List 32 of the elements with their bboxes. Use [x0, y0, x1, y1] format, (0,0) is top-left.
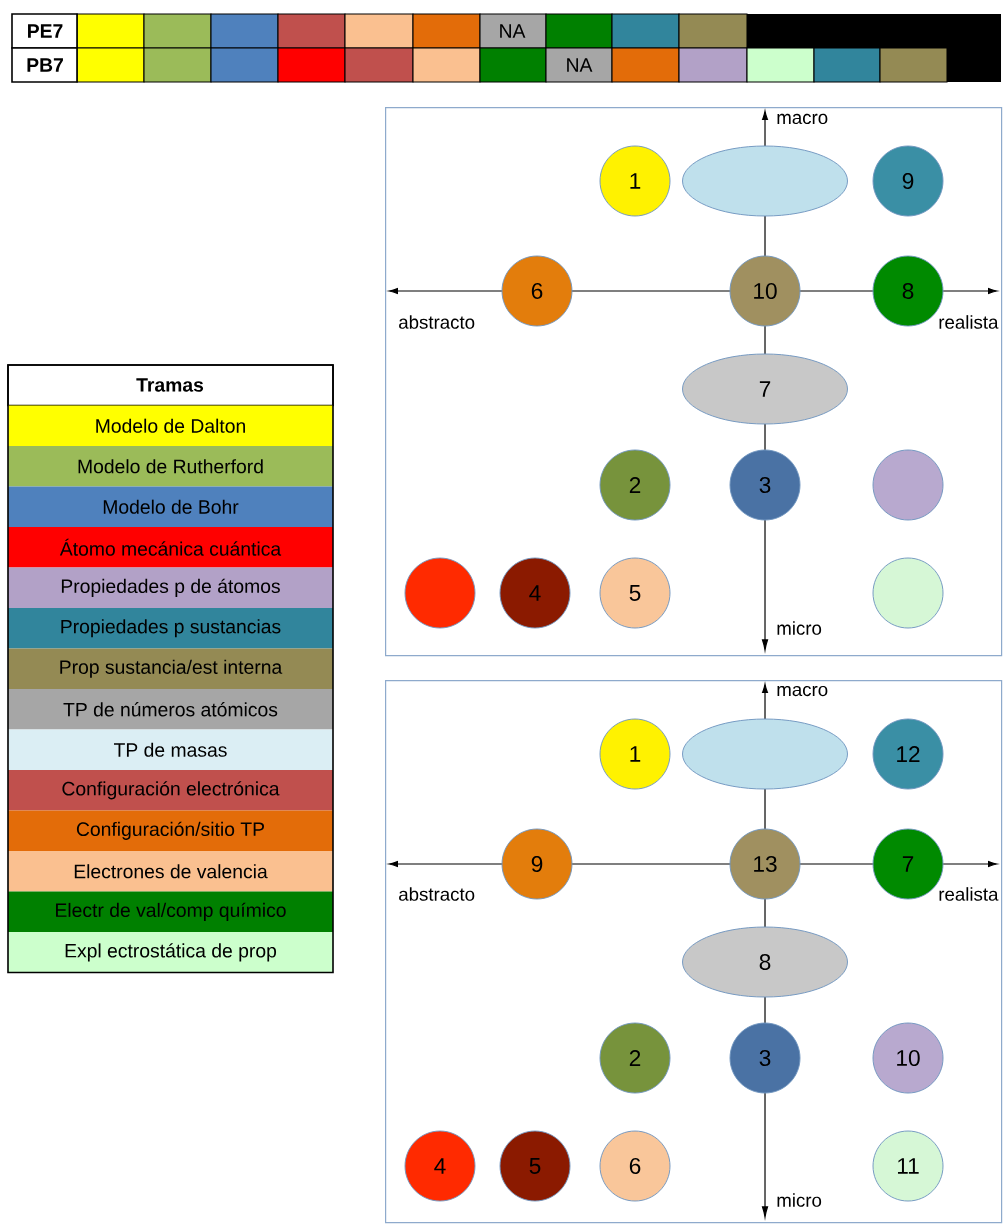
axis-label: abstracto	[399, 315, 475, 329]
table-label: PB7	[27, 58, 63, 72]
legend-row: Electr de val/comp químico	[8, 891, 333, 932]
axis-label: macro	[777, 685, 828, 697]
axis-label: abstracto	[399, 887, 475, 901]
legend-row: Propiedades p de átomos	[8, 567, 333, 608]
circle	[404, 557, 476, 629]
circle	[872, 557, 944, 629]
panel-frame	[385, 107, 1003, 657]
legend-row: Configuración/sitio TP	[8, 810, 333, 851]
legend-row: Propiedades p sustancias	[8, 608, 333, 649]
axis-label: micro	[777, 1193, 822, 1207]
legend-row: Modelo de Dalton	[8, 405, 333, 446]
legend-row: Modelo de Rutherford	[8, 446, 333, 487]
axis-label: macro	[777, 113, 828, 125]
table-label: PE7	[28, 24, 63, 38]
ellipse	[682, 145, 848, 217]
axis-label: micro	[777, 621, 822, 635]
legend-row: TP de masas	[8, 729, 333, 770]
legend-row: TP de números atómicos	[8, 689, 333, 730]
legend-title: Tramas	[136, 378, 204, 392]
legend-row: Modelo de Bohr	[8, 486, 333, 527]
table-label: NA	[567, 58, 593, 72]
legend-row: Electrones de valencia	[8, 851, 333, 892]
legend-row: Átomo mecánica cuántica	[8, 527, 333, 568]
table-label: NA	[500, 24, 526, 38]
legend-row: Expl ectrostática de prop	[8, 932, 333, 973]
legend-row: Prop sustancia/est interna	[8, 648, 333, 689]
legend-row: Configuración electrónica	[8, 770, 333, 811]
circle	[872, 449, 944, 521]
ellipse	[682, 718, 848, 790]
panel-frame	[385, 680, 1003, 1224]
